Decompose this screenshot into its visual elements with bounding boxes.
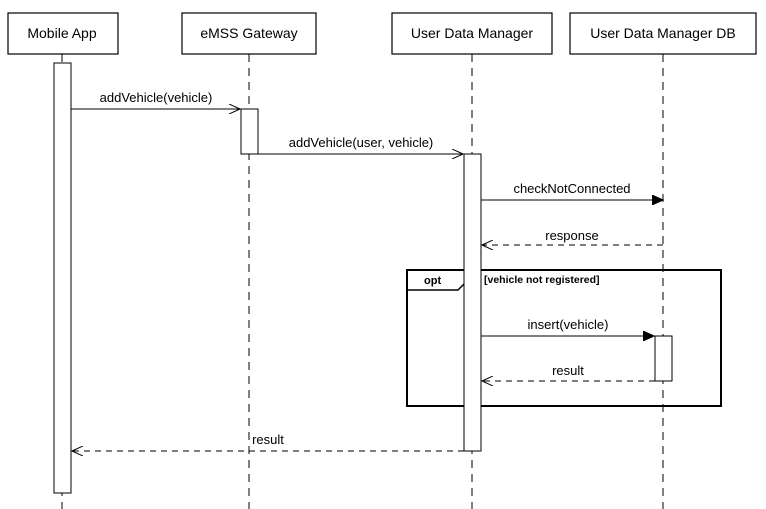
participant-label: User Data Manager DB [590,25,736,41]
participant-udmdb: User Data Manager DB [569,12,757,55]
message-label: checkNotConnected [513,181,630,196]
message-label: addVehicle(vehicle) [100,90,213,105]
message-label: result [552,363,584,378]
message-label: result [252,432,284,447]
message-response: response [482,228,663,245]
activation-mobile [53,62,72,494]
participant-label: User Data Manager [411,25,534,41]
activation-gateway [240,108,259,155]
participant-label: eMSS Gateway [200,25,297,41]
participant-label: Mobile App [27,25,96,41]
message-label: insert(vehicle) [528,317,609,332]
opt-frame-guard: [vehicle not registered] [484,274,600,286]
message-result-db: result [482,363,655,381]
participant-udm: User Data Manager [391,12,553,55]
opt-frame: opt [vehicle not registered] [406,269,722,407]
participant-gateway: eMSS Gateway [181,12,317,55]
message-add-vehicle: addVehicle(vehicle) [71,90,240,109]
message-add-vehicle-user: addVehicle(user, vehicle) [258,135,463,154]
message-insert-vehicle: insert(vehicle) [481,317,654,336]
activation-udm [463,153,482,452]
participant-mobile: Mobile App [7,12,119,55]
message-label: addVehicle(user, vehicle) [289,135,434,150]
message-check-not-connected: checkNotConnected [481,181,663,200]
message-result-final: result [72,432,464,451]
activation-udmdb [654,335,673,382]
message-label: response [545,228,598,243]
opt-frame-operator: opt [424,275,441,287]
